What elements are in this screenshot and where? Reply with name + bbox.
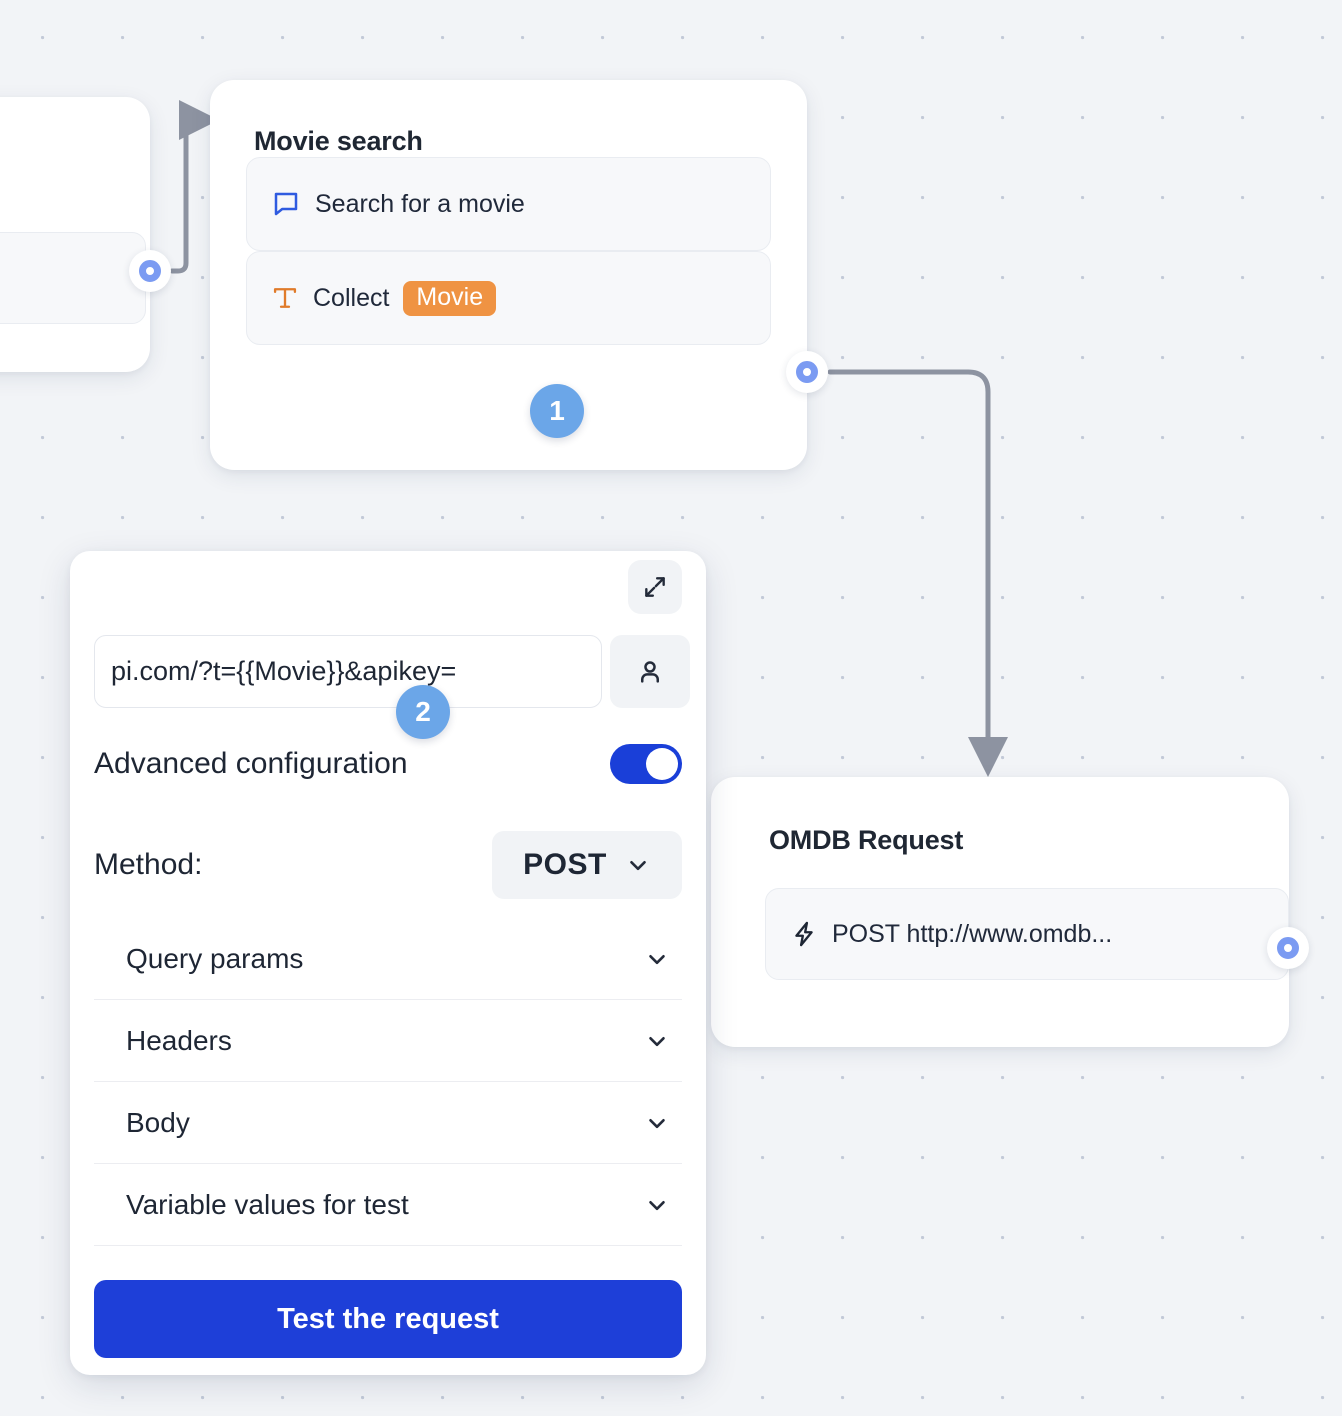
node-row-label: Collect xyxy=(313,283,390,312)
expand-button[interactable] xyxy=(628,560,682,614)
edge-movie-search-to-omdb xyxy=(827,369,1008,777)
chevron-down-icon xyxy=(625,852,651,878)
node-row-label: POST http://www.omdb... xyxy=(832,919,1113,948)
advanced-configuration-toggle[interactable] xyxy=(610,744,682,784)
node-movie-search[interactable]: Movie search Search for a movie Collect … xyxy=(210,80,807,470)
node-row-collect-movie[interactable]: Collect Movie xyxy=(246,251,771,345)
accordion-label: Headers xyxy=(126,1024,232,1056)
accordion-label: Query params xyxy=(126,942,304,974)
node-row-label: Search for a movie xyxy=(315,189,525,218)
node-row-post-request[interactable]: POST http://www.omdb... xyxy=(765,888,1289,980)
chevron-down-icon xyxy=(644,1110,670,1136)
variable-tag-movie[interactable]: Movie xyxy=(403,280,497,316)
step-badge-2: 2 xyxy=(396,685,450,739)
advanced-configuration-label: Advanced configuration xyxy=(94,747,408,780)
text-t-icon xyxy=(271,283,299,313)
configuration-accordion: Query params Headers Body xyxy=(94,918,682,1246)
previous-node-card[interactable] xyxy=(0,97,150,372)
user-credentials-button[interactable] xyxy=(610,635,690,708)
method-select[interactable]: POST xyxy=(492,831,682,899)
url-row xyxy=(94,635,690,708)
accordion-item-query-params[interactable]: Query params xyxy=(94,918,682,1000)
node-row-search-for-a-movie[interactable]: Search for a movie xyxy=(246,157,771,251)
previous-node-row[interactable] xyxy=(0,232,146,324)
node-title-movie-search: Movie search xyxy=(254,126,423,156)
lightning-bolt-icon xyxy=(790,919,818,949)
accordion-label: Variable values for test xyxy=(126,1188,409,1220)
accordion-item-body[interactable]: Body xyxy=(94,1082,682,1164)
message-bubble-icon xyxy=(271,189,301,219)
output-port-omdb-request[interactable] xyxy=(1267,927,1309,969)
expand-diagonal-icon xyxy=(642,574,668,600)
accordion-item-variable-values-for-test[interactable]: Variable values for test xyxy=(94,1164,682,1246)
chevron-down-icon xyxy=(644,1028,670,1054)
method-selected-value: POST xyxy=(523,848,607,881)
person-icon xyxy=(635,657,665,687)
advanced-configuration-row: Advanced configuration xyxy=(94,744,682,784)
output-port-previous-node[interactable] xyxy=(129,250,171,292)
step-badge-1: 1 xyxy=(530,384,584,438)
request-url-input[interactable] xyxy=(94,635,602,708)
accordion-item-headers[interactable]: Headers xyxy=(94,1000,682,1082)
request-configuration-panel[interactable]: Advanced configuration Method: POST Quer… xyxy=(70,551,706,1375)
edge-prev-to-movie-search xyxy=(169,100,219,274)
chevron-down-icon xyxy=(644,946,670,972)
test-the-request-button[interactable]: Test the request xyxy=(94,1280,682,1358)
node-omdb-request[interactable]: OMDB Request POST http://www.omdb... xyxy=(711,777,1289,1047)
chevron-down-icon xyxy=(644,1192,670,1218)
method-row: Method: POST xyxy=(94,831,682,899)
accordion-label: Body xyxy=(126,1106,190,1138)
output-port-movie-search[interactable] xyxy=(786,351,828,393)
node-title-omdb-request: OMDB Request xyxy=(769,825,964,855)
method-label: Method: xyxy=(94,848,203,881)
